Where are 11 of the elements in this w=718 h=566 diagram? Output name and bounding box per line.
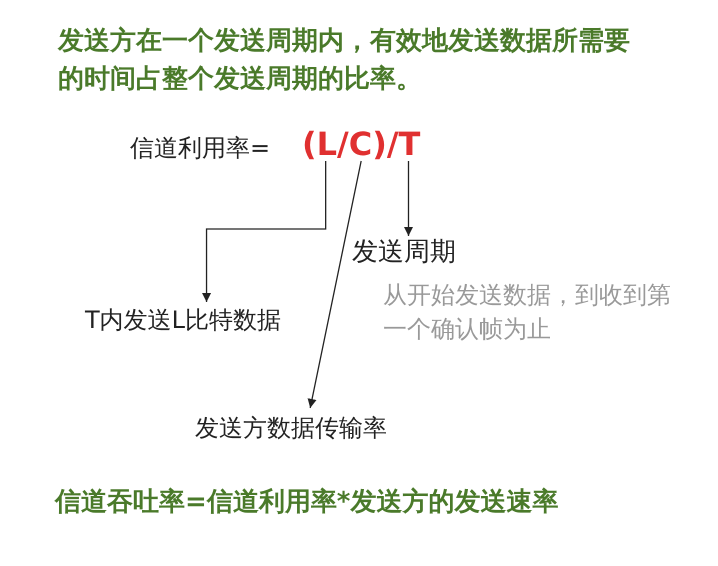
node-text: T内发送L比特数据	[85, 304, 282, 336]
leader-line	[308, 160, 362, 408]
caption-text: 信道吞吐率=信道利用率*发送方的发送速率	[55, 486, 558, 519]
formula-text: (L/C)/T	[302, 125, 420, 163]
title-text: 发送方在一个发送周期内，有效地发送数据所需要的时间占整个发送周期的比率。	[58, 25, 631, 96]
description-text: 从开始发送数据，到收到第一个确认帧为止	[383, 280, 672, 345]
node-text: 发送周期	[352, 234, 456, 269]
leader-line	[404, 161, 414, 236]
node-text: 发送方数据传输率	[195, 412, 387, 444]
formula-label: 信道利用率=	[130, 133, 270, 164]
leader-line	[202, 161, 326, 302]
